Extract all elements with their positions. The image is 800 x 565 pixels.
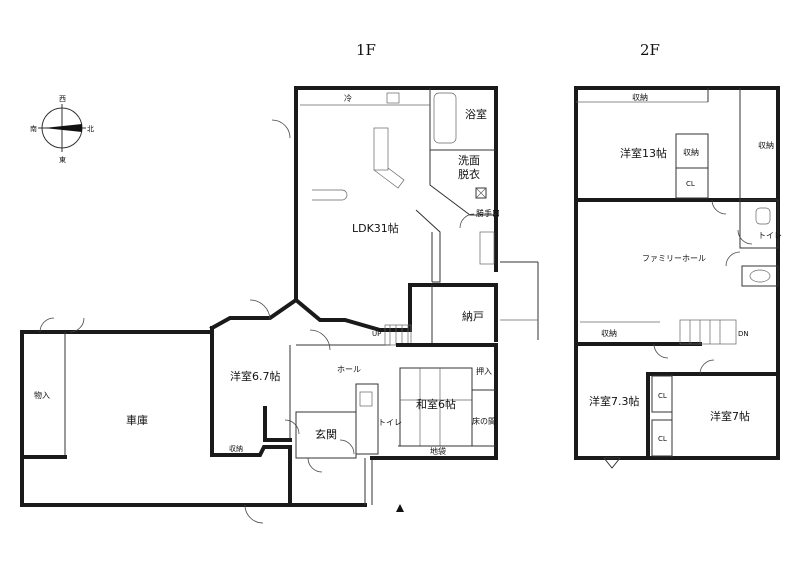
- floor-label-1f: 1F: [356, 41, 376, 59]
- room-western-13: 洋室13帖: [620, 146, 667, 160]
- room-wash-line2: 脱衣: [458, 167, 480, 181]
- label-storage-top: 収納: [632, 92, 648, 102]
- label-hall: ホール: [337, 365, 361, 374]
- room-bath: 浴室: [465, 107, 487, 121]
- label-cl-b: CL: [658, 435, 667, 443]
- label-toilet-1f: トイレ: [378, 418, 402, 427]
- entry-marker-icon: [396, 504, 404, 512]
- compass-north: 北: [87, 125, 94, 133]
- plan-1f: [20, 86, 539, 524]
- label-up: UP: [372, 330, 381, 338]
- compass-west: 西: [59, 95, 66, 103]
- floor-label-2f: 2F: [640, 41, 660, 59]
- room-western-7: 洋室7帖: [710, 409, 750, 423]
- room-ldk: LDK31帖: [352, 222, 399, 235]
- compass-icon: 西 北 東 南: [30, 95, 94, 164]
- room-japanese: 和室6帖: [416, 397, 456, 411]
- room-entrance: 玄関: [315, 427, 337, 441]
- label-storage-left: 収納: [601, 328, 617, 338]
- room-garage: 車庫: [126, 413, 148, 427]
- label-oshiire: 押入: [476, 366, 492, 376]
- label-garage-storage: 物入: [34, 390, 50, 400]
- label-toilet-2f: トイレ: [758, 231, 782, 240]
- label-storage-inner: 収納: [683, 147, 699, 157]
- compass-east: 東: [59, 155, 66, 164]
- room-western-7-3: 洋室7.3帖: [589, 394, 640, 408]
- label-storage-1f: 収納: [229, 444, 243, 453]
- room-storeroom: 納戸: [462, 310, 484, 323]
- room-family-hall: ファミリーホール: [642, 254, 706, 263]
- label-tokonoma: 床の間: [472, 416, 496, 426]
- label-fridge: 冷: [344, 93, 352, 103]
- room-western-6-7: 洋室6.7帖: [230, 369, 281, 383]
- label-backdoor: 勝手口: [476, 208, 500, 218]
- label-cl-top: CL: [686, 180, 695, 188]
- room-wash-line1: 洗面: [458, 154, 480, 167]
- label-dn: DN: [738, 330, 749, 338]
- plan-2f: [574, 86, 780, 469]
- label-jibukuro: 地袋: [430, 446, 446, 456]
- compass-south: 南: [30, 124, 37, 133]
- label-storage-right: 収納: [758, 140, 774, 150]
- label-cl-a: CL: [658, 392, 667, 400]
